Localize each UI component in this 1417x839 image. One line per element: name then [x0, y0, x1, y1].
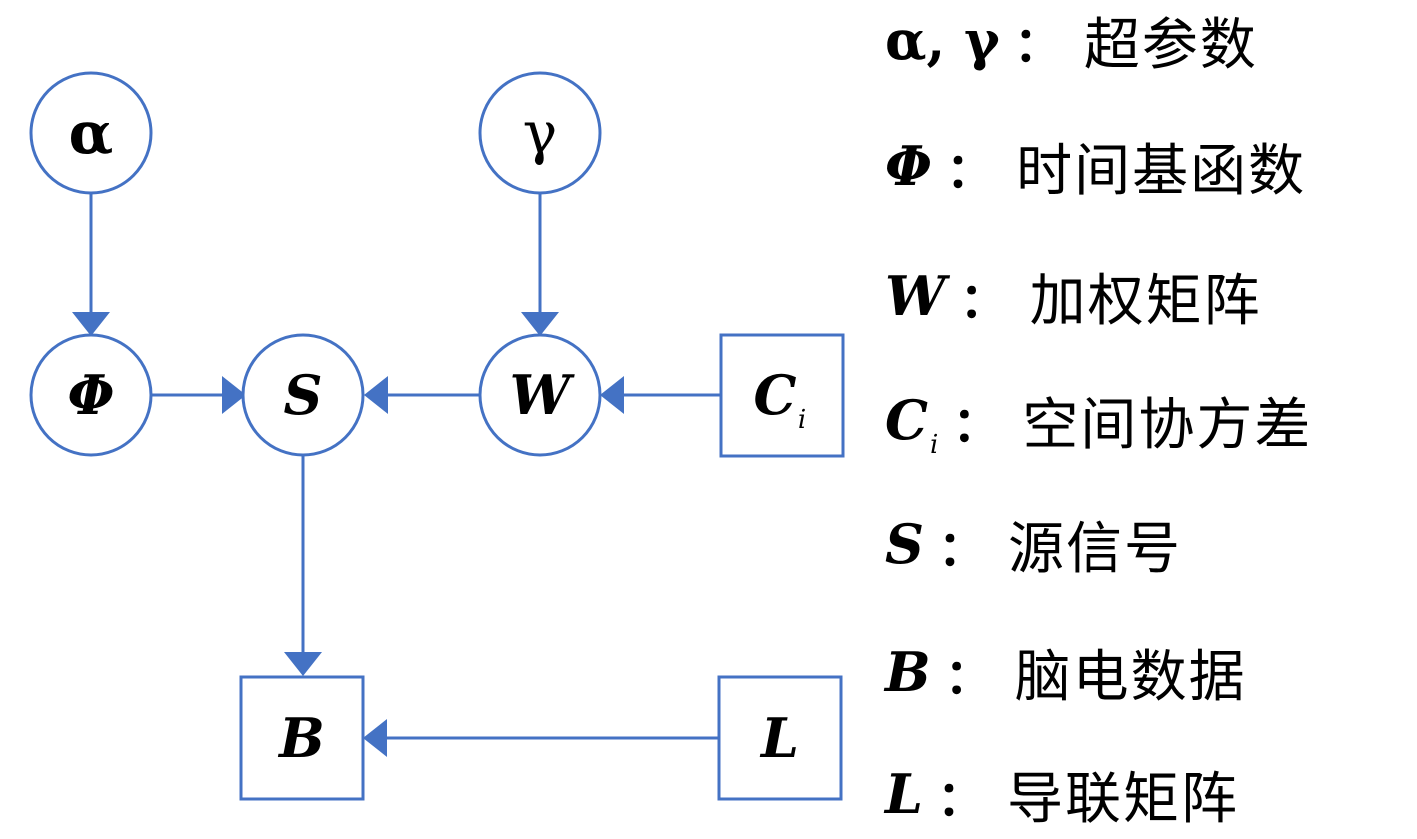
legend-row-source-signal: S ： 源信号: [885, 504, 1182, 584]
node-b: B: [239, 675, 365, 801]
node-b-label: B: [277, 706, 325, 770]
node-l-label: L: [759, 706, 799, 770]
node-phi-label: Φ: [67, 363, 114, 427]
arrowhead-alpha-to-phi: [72, 312, 110, 336]
legend-symbol: L: [885, 762, 923, 826]
legend-symbol: α, γ: [885, 8, 1000, 72]
legend-symbol: Φ: [885, 134, 933, 198]
legend-description: 源信号: [1008, 516, 1183, 582]
node-c: C i: [719, 333, 845, 458]
legend-symbol-subscript: i: [929, 430, 939, 460]
legend-colon: ：: [944, 649, 993, 705]
legend-colon: ：: [952, 397, 1001, 453]
legend-description: 脑电数据: [1014, 644, 1247, 710]
arrowhead-phi-to-s: [222, 376, 246, 414]
node-phi: Φ: [29, 333, 153, 457]
legend-symbol: S: [885, 512, 924, 576]
legend-description: 空间协方差: [1022, 392, 1313, 458]
node-w: W: [478, 333, 602, 457]
arrowhead-gamma-to-w: [521, 312, 559, 336]
legend-row-eeg-data: B ： 脑电数据: [885, 632, 1247, 712]
arrowhead-l-to-b: [363, 719, 387, 757]
arrowhead-s-to-b: [284, 652, 322, 676]
node-l: L: [717, 675, 843, 801]
legend-symbol: B: [885, 640, 931, 704]
node-gamma-label: γ: [523, 99, 558, 167]
legend-row-hyperparameters: α, γ ： 超参数: [885, 0, 1258, 80]
legend-colon: ：: [959, 273, 1008, 329]
node-c-subscript: i: [798, 405, 806, 435]
node-alpha-label: α: [69, 99, 114, 167]
node-gamma: γ: [478, 71, 602, 195]
node-s: S: [241, 333, 365, 457]
legend-symbol-main: C: [885, 388, 928, 452]
legend-colon: ：: [936, 771, 985, 827]
legend-colon: ：: [938, 521, 987, 577]
legend-row-leadfield-matrix: L ： 导联矩阵: [885, 754, 1239, 834]
node-s-label: S: [284, 363, 323, 427]
legend-symbol: W: [885, 264, 946, 328]
legend-description: 导联矩阵: [1006, 766, 1239, 832]
node-w-label: W: [510, 363, 576, 427]
legend-row-weight-matrix: W ： 加权矩阵: [885, 256, 1262, 336]
arrowhead-c-to-w: [600, 376, 624, 414]
arrowhead-w-to-s: [364, 376, 388, 414]
node-alpha: α: [29, 71, 153, 195]
legend-description: 时间基函数: [1016, 138, 1307, 204]
legend-row-temporal-basis: Φ ： 时间基函数: [885, 126, 1306, 206]
legend-description: 超参数: [1083, 12, 1258, 78]
legend-colon: ：: [946, 143, 995, 199]
legend-description: 加权矩阵: [1029, 268, 1262, 334]
legend-colon: ：: [1013, 17, 1062, 73]
node-c-label: C: [754, 363, 797, 427]
